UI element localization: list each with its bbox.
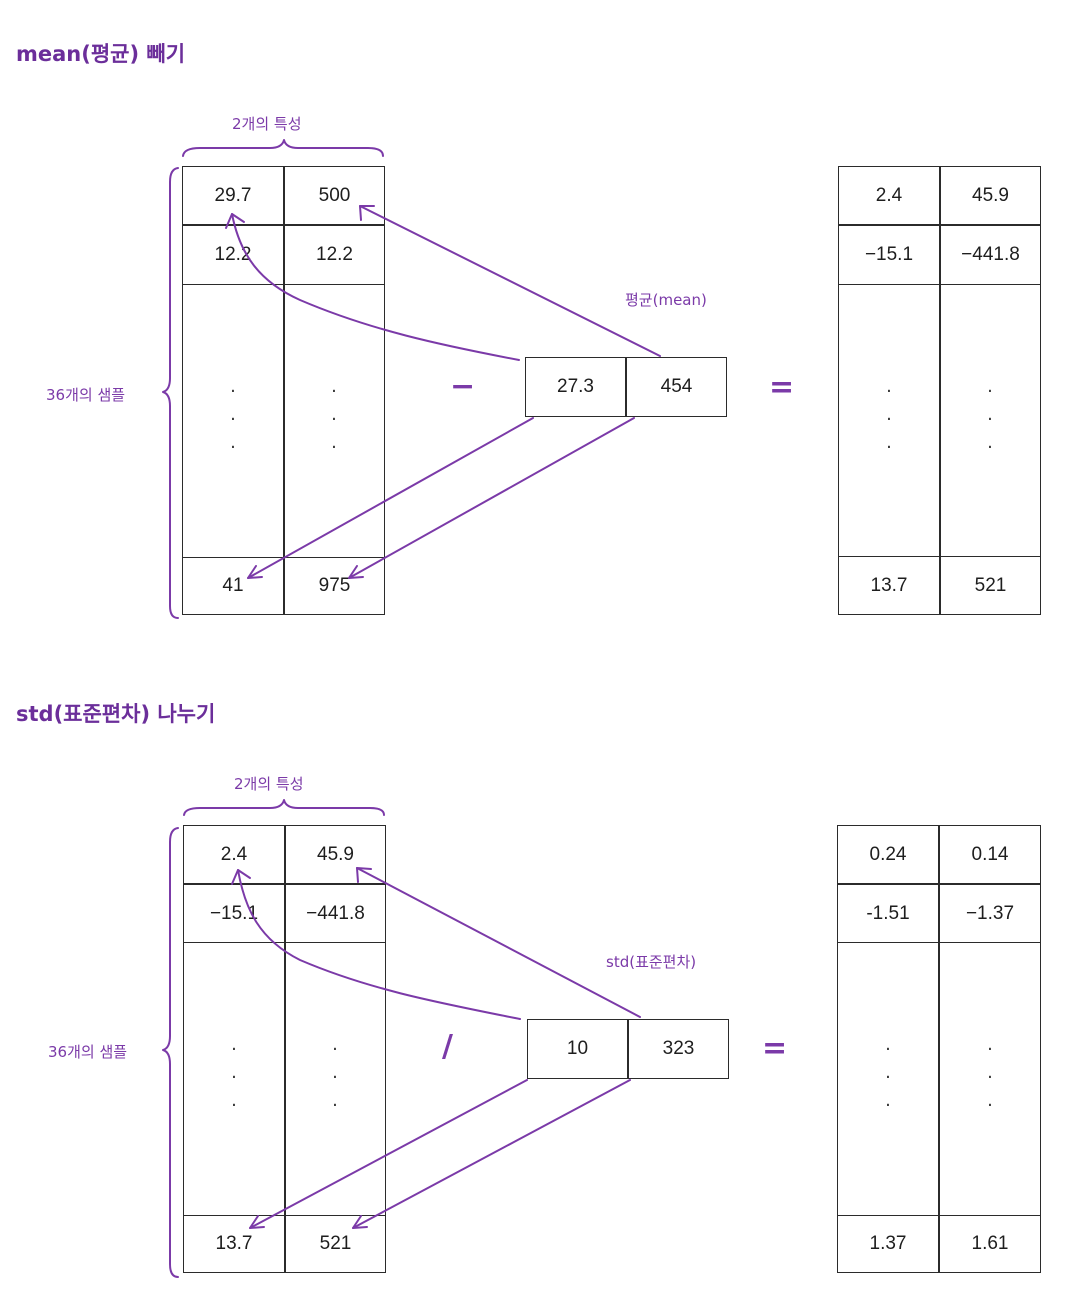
ellipsis-dots: ···	[230, 381, 236, 458]
matrix-cell: -1.51	[837, 884, 939, 943]
matrix-cell: 2.4	[838, 166, 940, 225]
matrix-cell: 45.9	[940, 166, 1041, 225]
feature-count-label: 2개의 특성	[232, 115, 302, 133]
matrix-cell: −15.1	[183, 884, 285, 943]
matrix-cell: 975	[284, 557, 385, 615]
matrix-cell: 2.4	[183, 825, 285, 884]
matrix-cell: 13.7	[838, 556, 940, 615]
matrix-cell: 521	[940, 556, 1041, 615]
ellipsis-dots: ···	[987, 381, 993, 458]
matrix-cell: −15.1	[838, 225, 940, 285]
matrix-cell: 1.37	[837, 1215, 939, 1273]
matrix-cell: 521	[285, 1215, 386, 1273]
broadcast-arrow	[356, 867, 641, 1018]
matrix-cell: 1.61	[939, 1215, 1041, 1273]
vector-cell: 323	[628, 1019, 729, 1079]
matrix-cell: 41	[182, 557, 284, 615]
equals-operator: =	[762, 1031, 788, 1066]
ellipsis-dots: ···	[987, 1039, 993, 1116]
std-section-title: std(표준편차) 나누기	[16, 702, 216, 726]
vector-cell: 10	[527, 1019, 628, 1079]
feature-brace	[182, 139, 384, 157]
broadcast-arrow	[352, 1079, 631, 1229]
ellipsis-dots: ···	[331, 381, 337, 458]
vector-cell: 454	[626, 357, 727, 417]
ellipsis-dots: ···	[231, 1039, 237, 1116]
mean-section-title: mean(평균) 빼기	[16, 42, 186, 66]
sample-count-label: 36개의 샘플	[46, 386, 126, 404]
matrix-cell: 12.2	[182, 225, 284, 285]
broadcast-arrow	[348, 417, 635, 579]
mean-vector-label: 평균(mean)	[625, 291, 707, 309]
minus-operator: −	[450, 369, 476, 404]
broadcast-arrow	[359, 205, 661, 357]
equals-operator: =	[769, 370, 795, 405]
matrix-cell: −441.8	[940, 225, 1041, 285]
matrix-cell: 12.2	[284, 225, 385, 285]
matrix-cell: 29.7	[182, 166, 284, 225]
matrix-cell: 45.9	[285, 825, 386, 884]
matrix-cell: 0.24	[837, 825, 939, 884]
feature-count-label: 2개의 특성	[234, 775, 304, 793]
sample-brace	[162, 167, 179, 619]
sample-count-label: 36개의 샘플	[48, 1043, 128, 1061]
matrix-cell: 0.14	[939, 825, 1041, 884]
matrix-cell: −1.37	[939, 884, 1041, 943]
vector-cell: 27.3	[525, 357, 626, 417]
ellipsis-dots: ···	[332, 1039, 338, 1116]
divide-operator: /	[442, 1029, 453, 1064]
feature-brace	[183, 799, 385, 816]
matrix-cell: −441.8	[285, 884, 386, 943]
matrix-cell: 500	[284, 166, 385, 225]
matrix-cell: 13.7	[183, 1215, 285, 1273]
ellipsis-dots: ···	[885, 1039, 891, 1116]
sample-brace	[162, 827, 179, 1278]
std-vector-label: std(표준편차)	[606, 953, 697, 971]
ellipsis-dots: ···	[886, 381, 892, 458]
